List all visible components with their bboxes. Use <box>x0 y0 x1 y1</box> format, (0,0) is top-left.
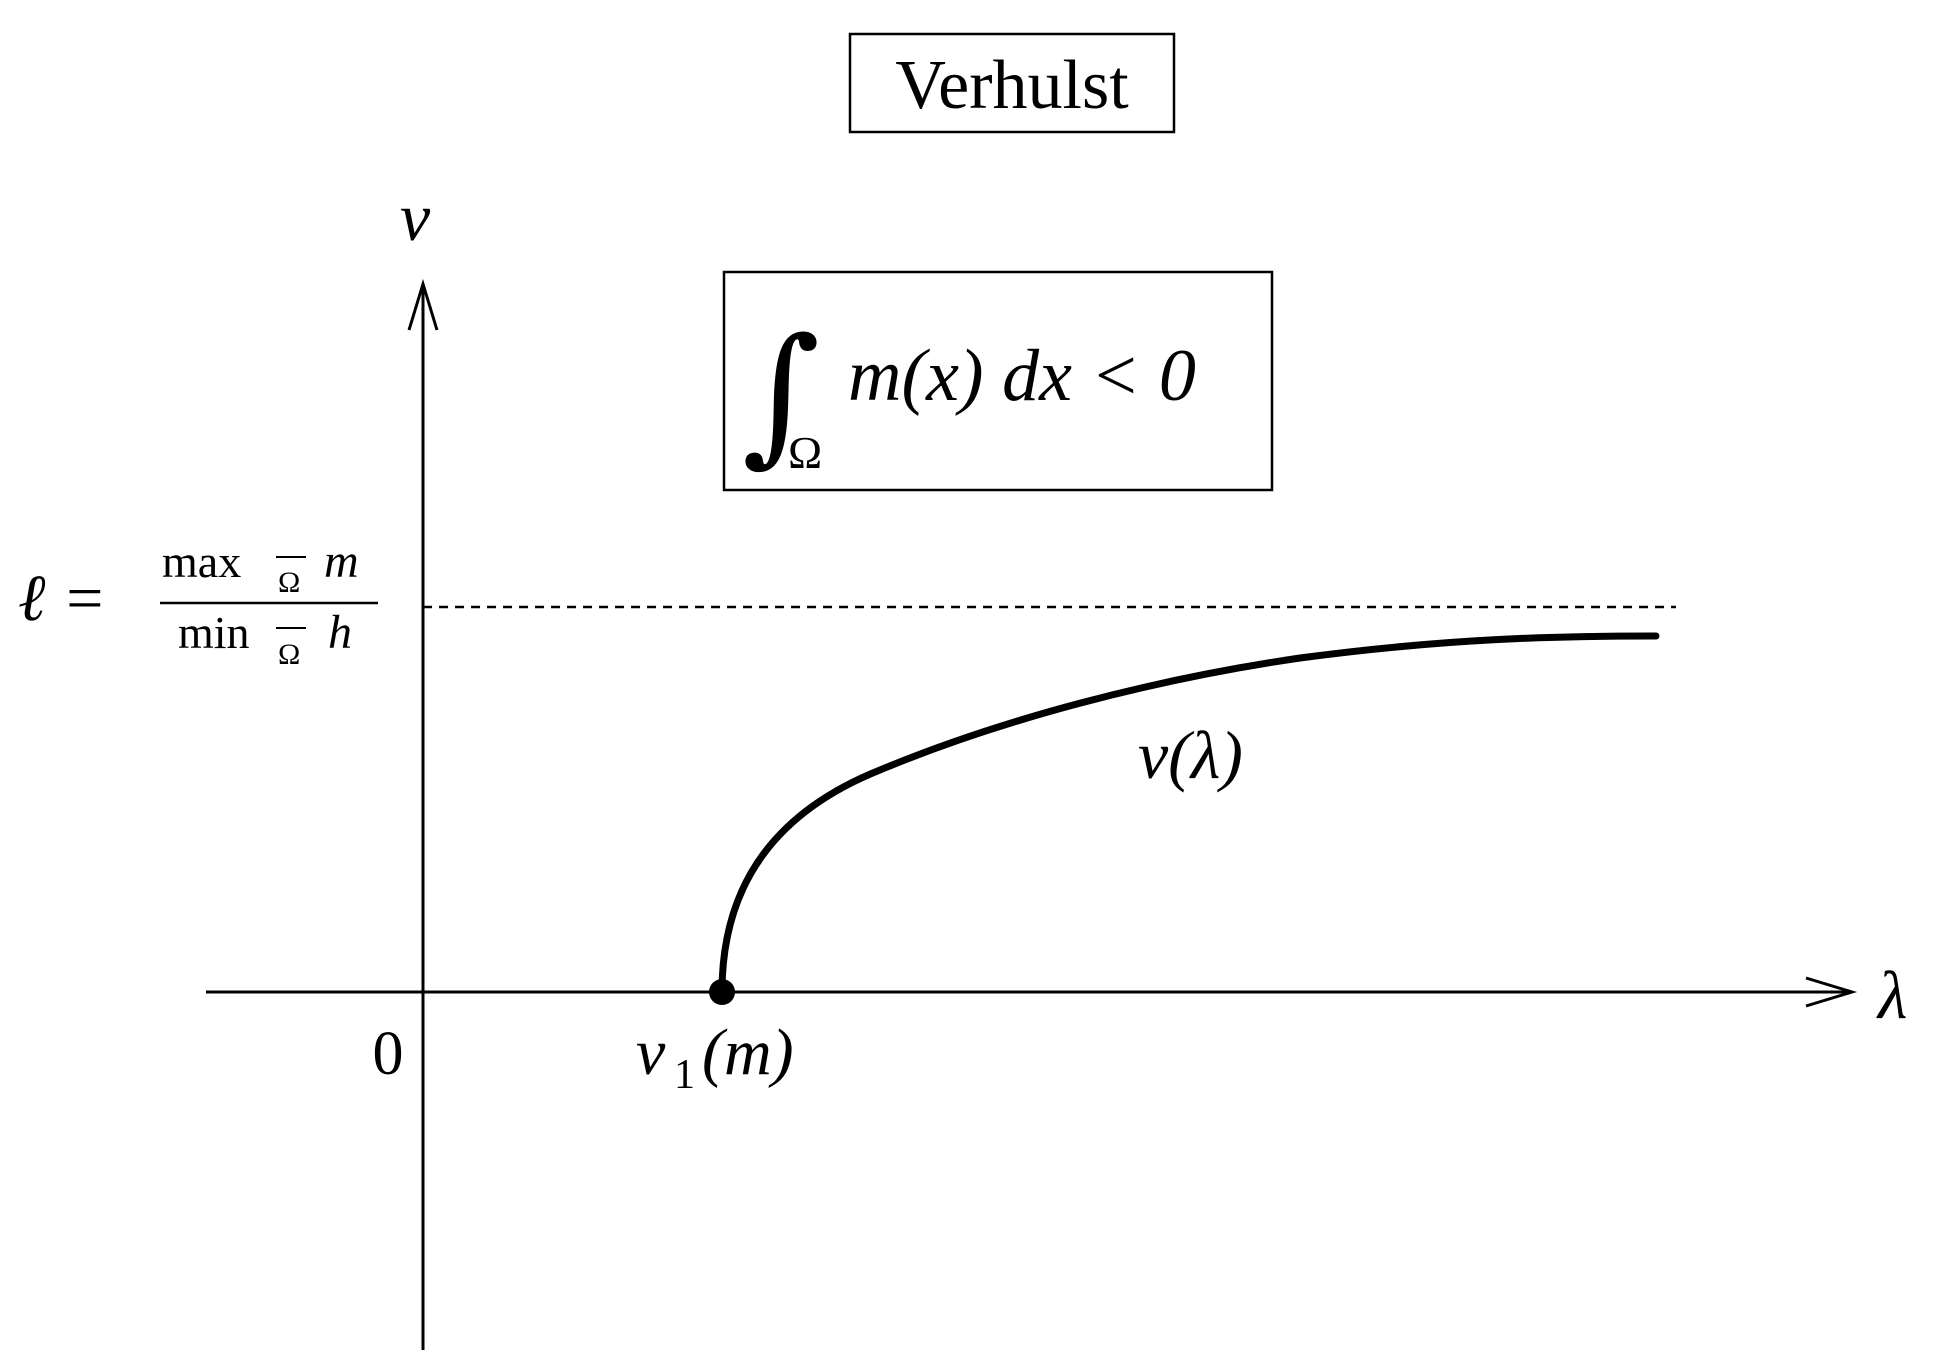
bifurcation-label-sub: 1 <box>674 1052 695 1098</box>
x-axis-label: λ <box>1876 957 1907 1033</box>
integral-body: m(x) dx < 0 <box>848 335 1196 417</box>
fraction-denominator-sub: Ω <box>278 638 300 671</box>
solution-branch: v(λ) <box>709 632 1660 1005</box>
fraction-numerator-var: m <box>324 535 359 588</box>
bifurcation-label-arg: (m) <box>702 1016 794 1089</box>
integral-subscript: Ω <box>788 427 822 478</box>
condition-box: ∫ Ω m(x) dx < 0 <box>722 270 1274 492</box>
asymptote-fraction: max Ω m min Ω h <box>160 535 378 671</box>
asymptote: ℓ = max Ω m min Ω h <box>18 535 1676 671</box>
axes: λ v 0 <box>206 179 1907 1350</box>
bifurcation-point <box>709 979 735 1005</box>
bifurcation-point-label: ν 1 (m) <box>636 1016 794 1098</box>
condition-frame <box>722 270 1274 492</box>
fraction-denominator-var: h <box>328 606 352 659</box>
y-axis-label: v <box>400 179 431 255</box>
curve-label: v(λ) <box>1138 717 1243 793</box>
title-text: Verhulst <box>895 47 1129 124</box>
fraction-numerator-sub: Ω <box>278 566 300 599</box>
y-axis-arrowhead <box>407 278 439 331</box>
x-axis-arrowhead <box>1805 976 1858 1008</box>
asymptote-lhs: ℓ = <box>18 562 107 635</box>
title-box: Verhulst <box>848 32 1176 134</box>
fraction-numerator-op: max <box>162 536 241 587</box>
integral-sign: ∫ <box>742 307 820 481</box>
solution-curve <box>718 632 1660 996</box>
origin-label: 0 <box>373 1020 404 1088</box>
bifurcation-label-var: ν <box>636 1016 666 1089</box>
title-frame <box>848 32 1176 134</box>
fraction-denominator-op: min <box>178 607 250 658</box>
